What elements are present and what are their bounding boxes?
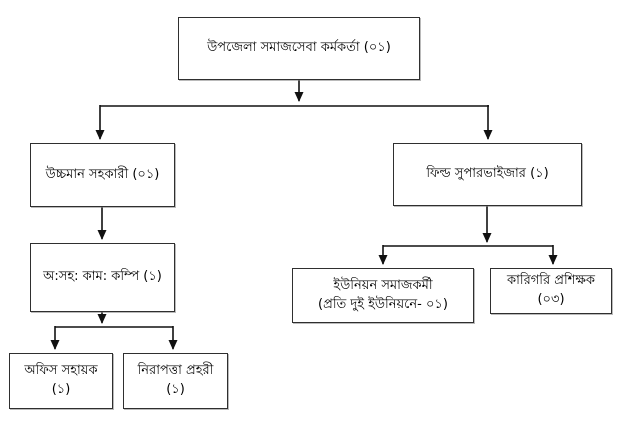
node-label: উচ্চমান সহকারী (০১) <box>45 166 160 182</box>
node-office-helper: অফিস সহায়ক (১) <box>9 353 113 409</box>
node-label: অফিস সহায়ক (১) <box>24 363 98 397</box>
node-union-social-worker: ইউনিয়ন সমাজকর্মী (প্রতি দুই ইউনিয়নে- ০… <box>292 268 474 323</box>
node-label: অ:সহ: কাম: কম্পি (১) <box>43 269 162 285</box>
node-label: ইউনিয়ন সমাজকর্মী <box>333 277 433 293</box>
node-upazila-social-service-officer: উপজেলা সমাজসেবা কর্মকর্তা (০১) <box>178 17 420 80</box>
node-field-supervisor: ফিল্ড সুপারভাইজার (১) <box>393 143 582 206</box>
node-upper-division-assistant: উচ্চমান সহকারী (০১) <box>30 143 175 207</box>
node-label: নিরাপত্তা প্রহরী (১) <box>137 363 214 397</box>
node-label: ফিল্ড সুপারভাইজার (১) <box>426 166 549 182</box>
node-security-guard: নিরাপত্তা প্রহরী (১) <box>123 353 228 409</box>
node-label: কারিগরি প্রশিক্ষক (০৩) <box>507 273 595 307</box>
node-sublabel: (প্রতি দুই ইউনিয়নে- ০১) <box>318 296 448 312</box>
node-label: উপজেলা সমাজসেবা কর্মকর্তা (০১) <box>207 40 391 56</box>
node-technical-instructor: কারিগরি প্রশিক্ষক (০৩) <box>490 268 612 314</box>
node-office-assistant-cum-computer: অ:সহ: কাম: কম্পি (১) <box>30 243 175 312</box>
